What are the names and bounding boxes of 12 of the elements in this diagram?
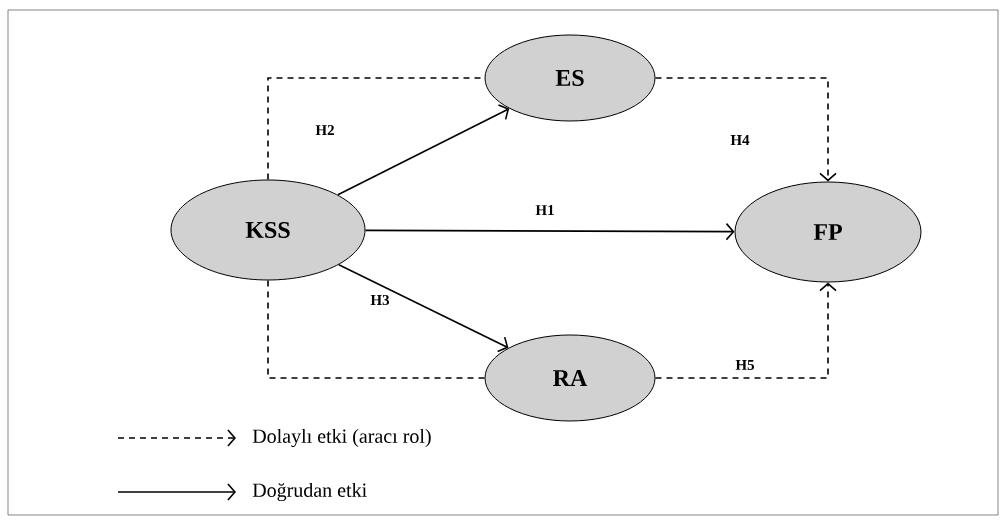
legend-label: Doğrudan etki <box>252 482 367 502</box>
arrow <box>654 282 837 379</box>
arrow <box>654 77 837 182</box>
edge-label: H4 <box>729 134 751 146</box>
edge-label: H1 <box>534 204 556 216</box>
arrow <box>337 104 510 196</box>
edge-label: H3 <box>369 293 391 307</box>
edge-label: H5 <box>734 359 756 371</box>
edge-label: H2 <box>314 124 336 136</box>
arrow <box>364 222 735 241</box>
arrow <box>338 263 509 353</box>
legend-label: Dolaylı etki (aracı rol) <box>252 428 431 448</box>
